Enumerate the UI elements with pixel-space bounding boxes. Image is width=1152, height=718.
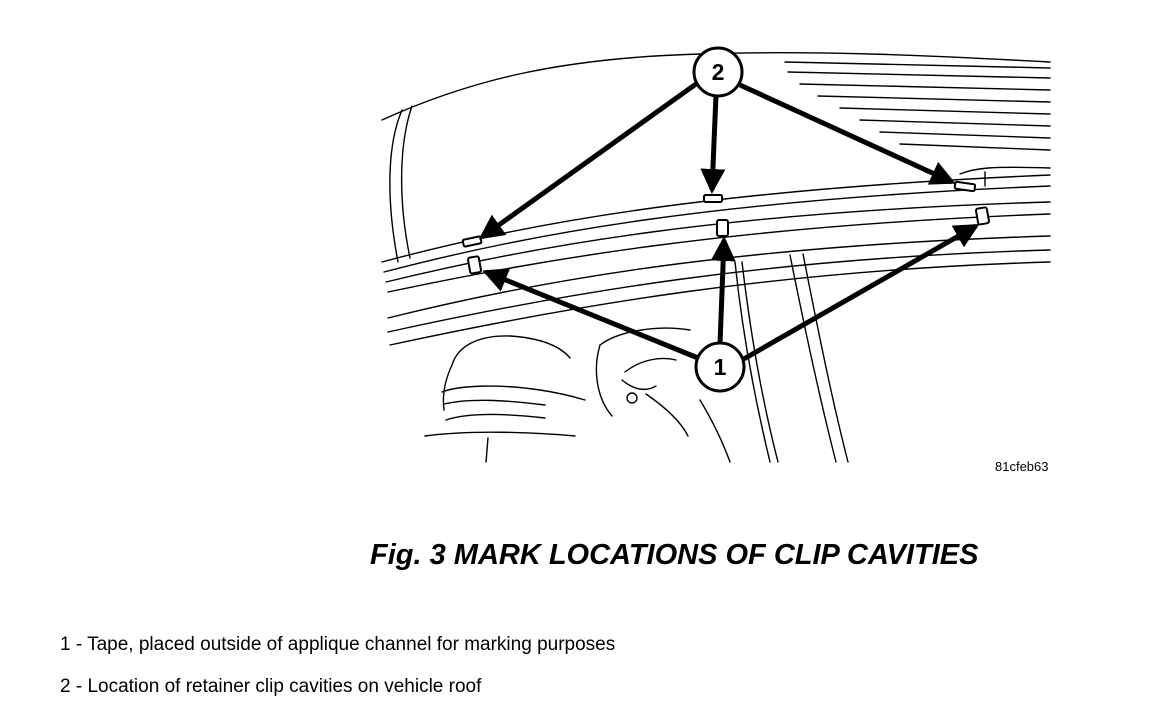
callout-1: 1 — [694, 341, 746, 393]
vehicle-roof-drawing — [381, 52, 1051, 463]
arrow-1-right — [740, 223, 980, 363]
clip-cavity-markers — [461, 180, 977, 248]
legend-list: 1 - Tape, placed outside of applique cha… — [60, 634, 615, 718]
figure-caption: Fig. 3 MARK LOCATIONS OF CLIP CAVITIES — [370, 539, 979, 571]
callout-2: 2 — [692, 46, 744, 98]
arrow-2-right — [738, 82, 956, 185]
callout-2-label: 2 — [712, 59, 725, 85]
legend-item: 1 - Tape, placed outside of applique cha… — [60, 634, 616, 655]
roof-illustration: 2 1 — [381, 46, 1051, 463]
leader-arrows — [478, 81, 980, 363]
art-id-label: 81cfeb63 — [995, 459, 1049, 474]
arrow-2-center — [700, 94, 726, 194]
arrow-1-left — [482, 268, 699, 361]
arrow-1-center — [710, 236, 736, 345]
arrow-2-left — [478, 81, 698, 240]
legend-item: 2 - Location of retainer clip cavities o… — [60, 676, 482, 697]
tape-markers — [467, 206, 990, 275]
callout-1-label: 1 — [714, 354, 727, 380]
